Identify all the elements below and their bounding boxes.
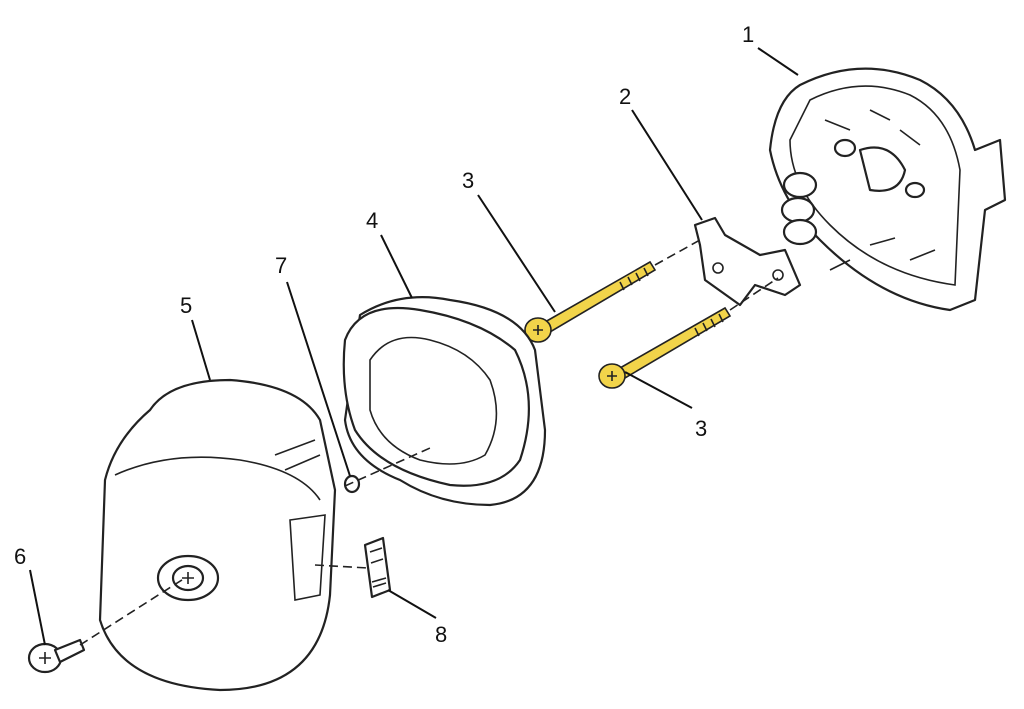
- part-6-screw: [27, 638, 86, 674]
- part-2-bracket: [693, 216, 802, 307]
- callout-5: 5: [180, 293, 192, 318]
- part-3-screw-upper: [524, 260, 657, 343]
- assembly-line: [79, 577, 186, 646]
- callout-3-upper: 3: [462, 168, 474, 193]
- callout-6: 6: [14, 544, 26, 569]
- assembly-line: [729, 277, 779, 311]
- part-8-label: [363, 536, 392, 599]
- part-5-cover: [98, 378, 337, 692]
- leader-lines: [29, 47, 799, 646]
- assembly-line: [314, 564, 369, 569]
- assembly-line: [654, 239, 701, 266]
- callout-1: 1: [742, 22, 754, 47]
- part-4-filter: [342, 296, 547, 507]
- part-3-screw-lower: [598, 306, 732, 389]
- callout-8: 8: [435, 622, 447, 647]
- callout-2: 2: [619, 84, 631, 109]
- callout-3-lower: 3: [695, 416, 707, 441]
- part-1-base-plate: [768, 67, 1007, 312]
- assembly-line: [344, 447, 431, 487]
- callout-4: 4: [366, 208, 378, 233]
- callout-7: 7: [275, 253, 287, 278]
- part-7-washer: [343, 474, 361, 494]
